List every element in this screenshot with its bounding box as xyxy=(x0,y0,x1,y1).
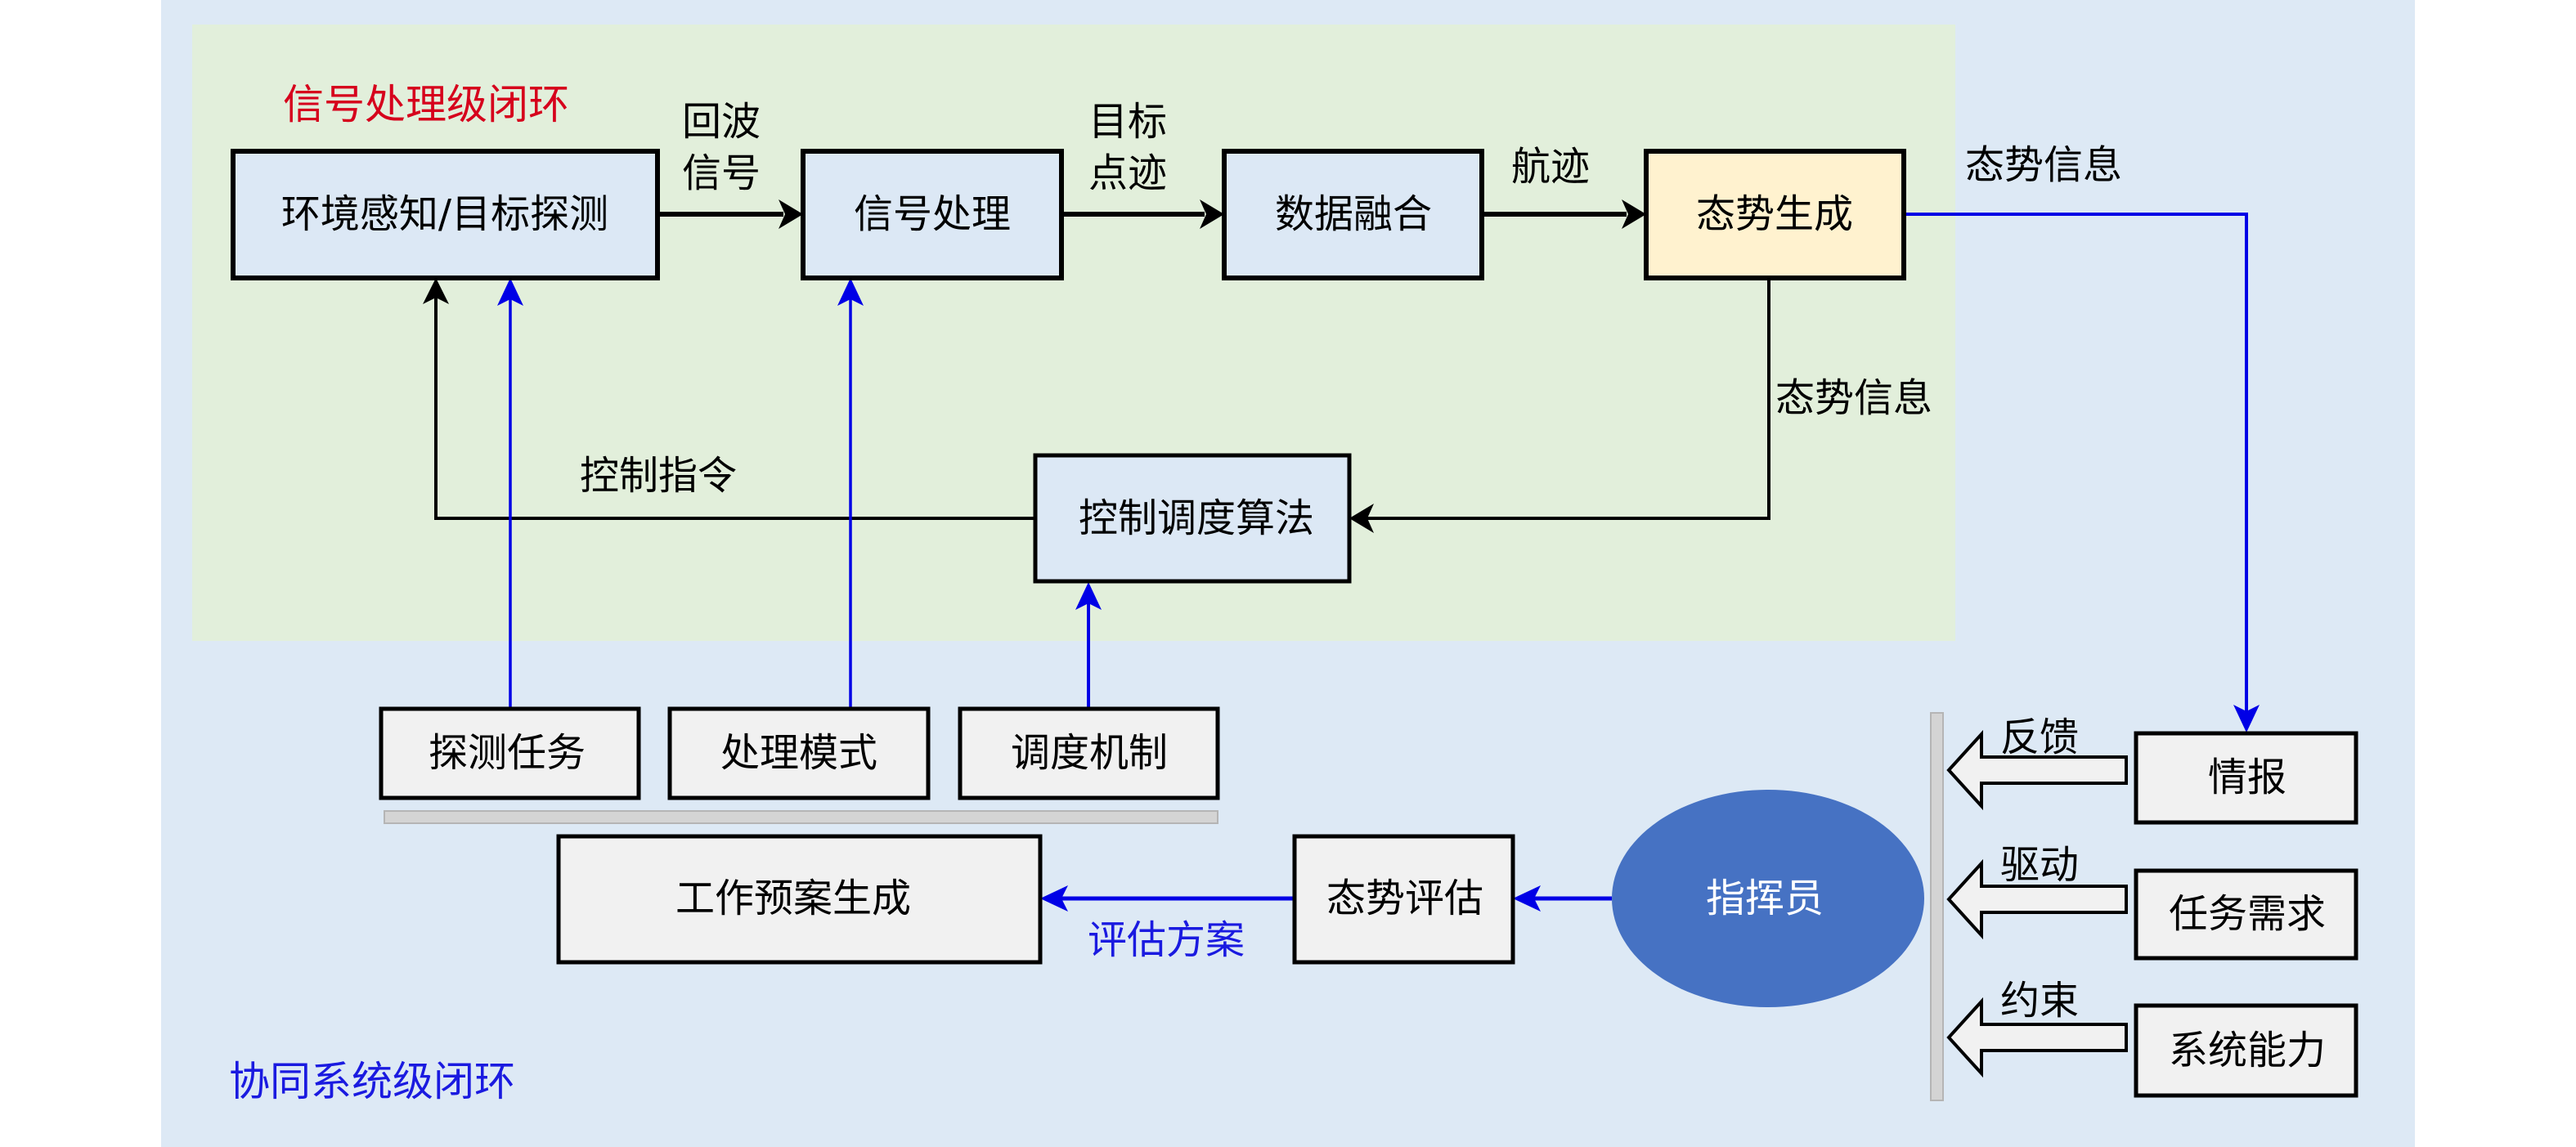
label-situation-info-right: 态势信息 xyxy=(1965,142,2122,188)
system-loop-title: 协同系统级闭环 xyxy=(229,1058,515,1105)
node-work-plan-generation[interactable]: 工作预案生成 xyxy=(556,834,1043,965)
arrowhead-icon xyxy=(2233,705,2260,733)
node-label: 探测任务 xyxy=(429,730,586,776)
arrowhead-icon xyxy=(837,278,864,306)
node-situation-assessment[interactable]: 态势评估 xyxy=(1292,834,1515,965)
label-feedback: 反馈 xyxy=(2000,715,2079,760)
blue-connectors xyxy=(497,213,2260,912)
label-track: 航迹 xyxy=(1511,144,1590,190)
label-assessment-plan: 评估方案 xyxy=(1088,917,1245,963)
arrowhead-icon xyxy=(1075,582,1102,610)
node-intelligence[interactable]: 情报 xyxy=(2134,731,2358,825)
node-sensing[interactable]: 环境感知/目标探测 xyxy=(231,149,660,280)
arrowhead-icon xyxy=(497,278,523,306)
node-mission-requirement[interactable]: 任务需求 xyxy=(2134,868,2358,961)
node-signal-processing[interactable]: 信号处理 xyxy=(801,149,1064,280)
arrowhead-icon xyxy=(1622,199,1646,229)
arrowhead-icon xyxy=(1349,504,1374,533)
node-scheduling-mechanism[interactable]: 调度机制 xyxy=(958,706,1220,800)
node-label: 系统能力 xyxy=(2169,1028,2326,1073)
node-data-fusion[interactable]: 数据融合 xyxy=(1222,149,1484,280)
label-target-plot-1: 目标 xyxy=(1088,99,1167,145)
drive-block-arrow-icon xyxy=(1946,858,2128,940)
node-processing-mode[interactable]: 处理模式 xyxy=(667,706,931,800)
node-system-capability[interactable]: 系统能力 xyxy=(2134,1003,2358,1098)
arrowhead-icon xyxy=(1513,885,1541,912)
node-control-scheduling[interactable]: 控制调度算法 xyxy=(1033,453,1352,584)
vertical-separator xyxy=(1930,712,1944,1101)
label-target-plot-2: 点迹 xyxy=(1088,150,1167,196)
node-label: 信号处理 xyxy=(854,191,1011,237)
black-connectors xyxy=(423,199,1770,533)
feedback-block-arrow-icon xyxy=(1946,729,2128,811)
label-echo-signal-1: 回波 xyxy=(682,99,761,145)
node-label: 调度机制 xyxy=(1011,730,1168,776)
edge-situation-info-down xyxy=(1367,278,1770,520)
edge-control-command xyxy=(434,298,1035,520)
arrowhead-icon xyxy=(1040,885,1068,912)
label-echo-signal-2: 信号 xyxy=(682,150,761,196)
arrowhead-icon xyxy=(779,199,803,229)
edge-situation-info-right xyxy=(1904,213,2248,711)
label-constraint: 约束 xyxy=(2000,978,2079,1024)
node-commander[interactable]: 指挥员 xyxy=(1612,790,1924,1007)
node-label: 指挥员 xyxy=(1706,876,1824,921)
node-label: 态势评估 xyxy=(1326,876,1483,921)
constraint-block-arrow-icon xyxy=(1946,997,2128,1078)
node-label: 数据融合 xyxy=(1275,191,1432,237)
node-label: 工作预案生成 xyxy=(675,876,911,921)
node-label: 任务需求 xyxy=(2169,891,2326,937)
horizontal-separator xyxy=(384,810,1218,824)
node-label: 态势生成 xyxy=(1696,191,1853,237)
node-label: 环境感知/目标探测 xyxy=(281,191,608,237)
signal-loop-title: 信号处理级闭环 xyxy=(283,81,569,128)
arrowhead-icon xyxy=(423,278,449,304)
node-label: 情报 xyxy=(2208,755,2287,800)
node-detection-task[interactable]: 探测任务 xyxy=(379,706,641,800)
label-control-command: 控制指令 xyxy=(580,453,737,499)
label-situation-info-down: 态势信息 xyxy=(1775,375,1932,421)
node-situation-generation[interactable]: 态势生成 xyxy=(1644,149,1906,280)
node-label: 控制调度算法 xyxy=(1079,495,1314,541)
node-label: 处理模式 xyxy=(720,730,877,776)
label-drive: 驱动 xyxy=(2000,842,2079,888)
arrowhead-icon xyxy=(1200,199,1224,229)
